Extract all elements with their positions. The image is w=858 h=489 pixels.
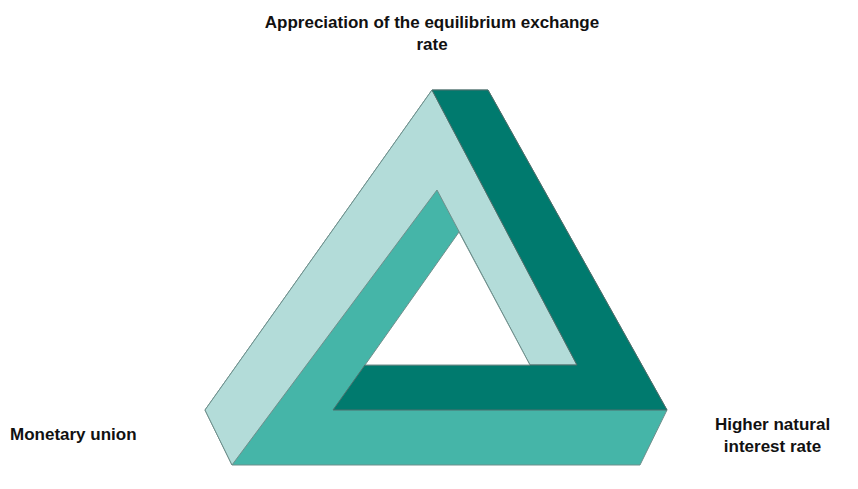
corner-label: Higher natural interest rate: [690, 414, 855, 458]
bottom-bar: [205, 90, 667, 465]
corner-label: Monetary union: [10, 424, 200, 446]
inner-hole: [365, 232, 530, 365]
corner-label: Appreciation of the equilibrium exchange…: [262, 12, 602, 56]
right-bar: [333, 90, 667, 410]
